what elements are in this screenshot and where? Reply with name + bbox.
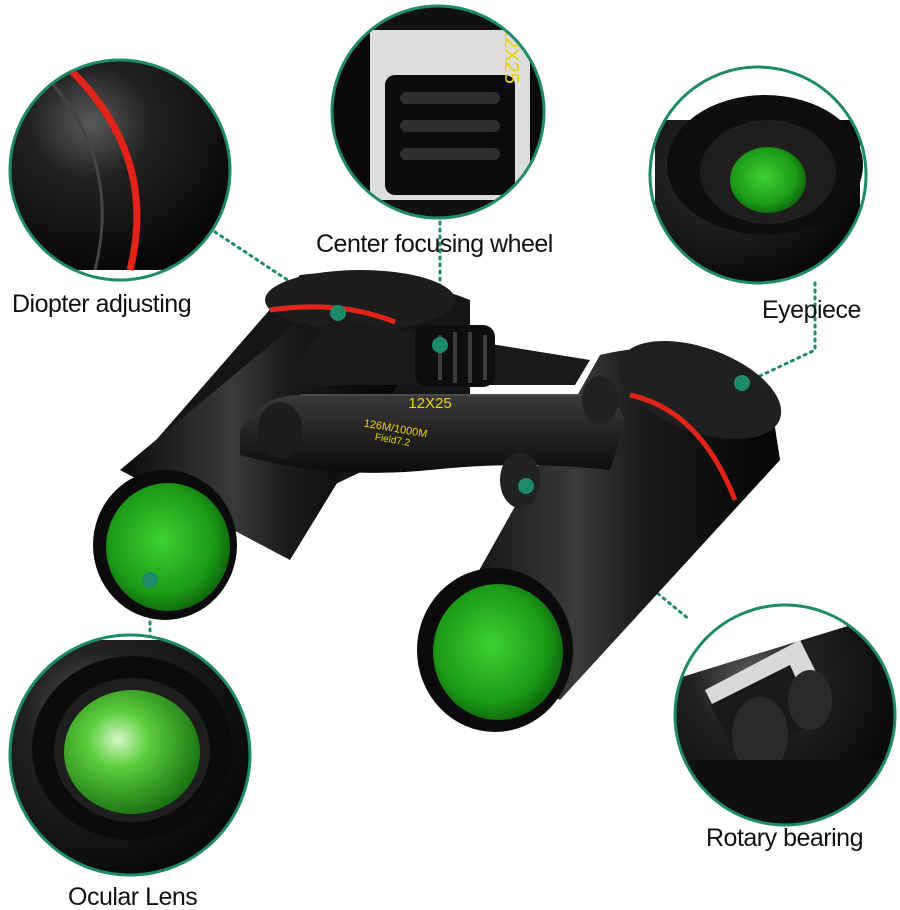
label-ocular-lens: Ocular Lens (68, 883, 198, 910)
callout-diopter-image (8, 58, 232, 282)
right-objective-lens (433, 584, 563, 720)
callout-anchor-dots (142, 305, 750, 588)
callout-rotary-bearing-image (673, 603, 897, 827)
callout-center-wheel-image: 12X25 (330, 4, 546, 220)
binocular-main: 12X25 126M/1000M Field7.2 (93, 270, 782, 732)
label-rotary-bearing: Rotary bearing (706, 824, 863, 852)
callout-eyepiece-image (648, 65, 868, 285)
bridge-model-marking: 12X25 (408, 395, 451, 412)
label-eyepiece: Eyepiece (762, 296, 861, 324)
left-objective-lens (106, 483, 230, 611)
label-diopter-adjusting: Diopter adjusting (12, 290, 192, 318)
callout-ocular-lens-image (8, 633, 252, 877)
label-center-focusing-wheel: Center focusing wheel (316, 230, 553, 258)
